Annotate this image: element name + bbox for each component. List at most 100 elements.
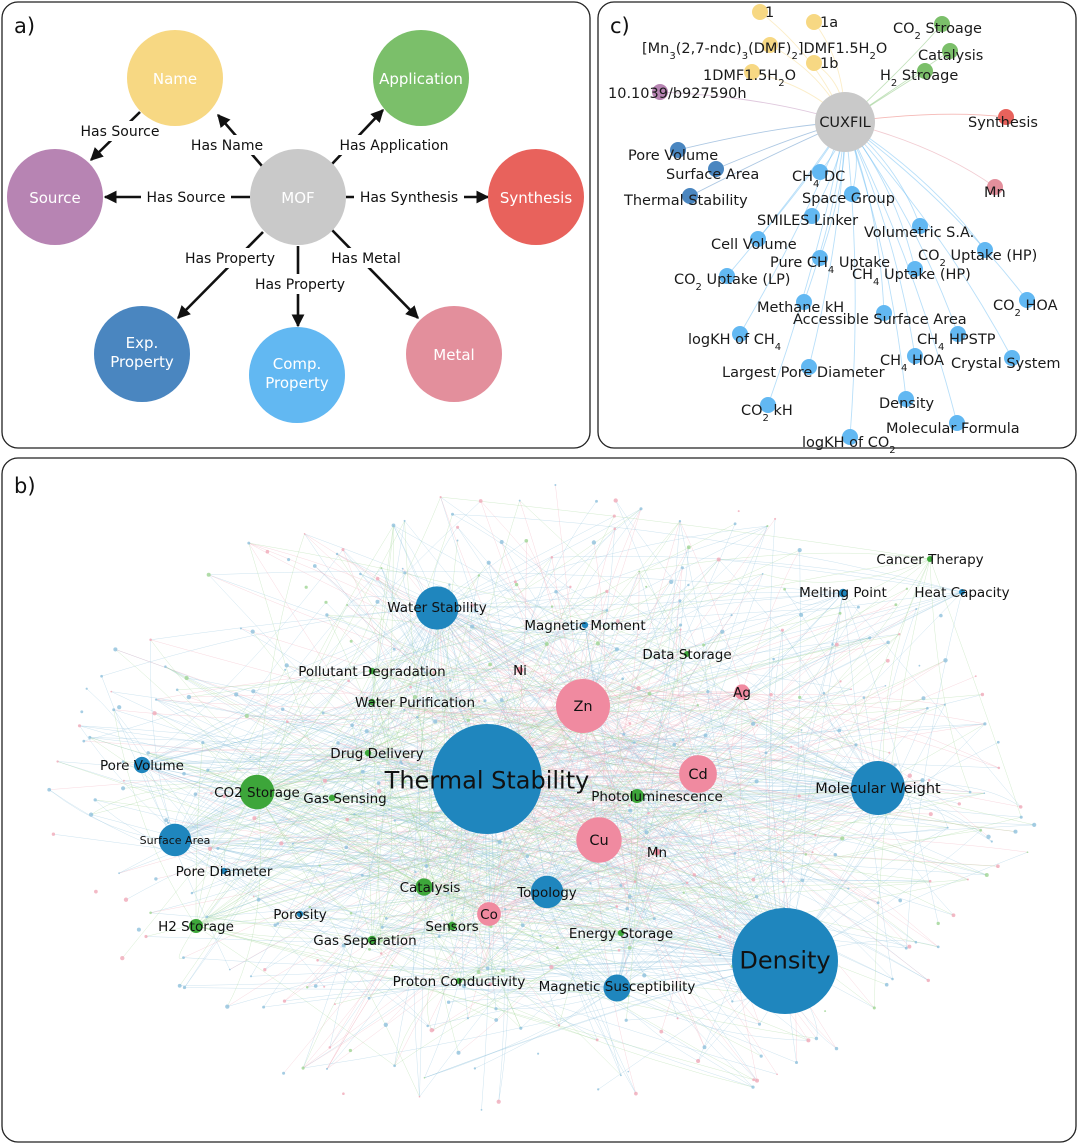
panel-b-minor-node [262,1005,266,1009]
panel-b-minor-node [328,1046,332,1049]
panel-c-node-cat [942,43,958,59]
panel-b-minor-node [85,687,88,690]
panel-b-minor-node [557,1024,561,1027]
panel-b-minor-node [473,608,478,613]
panel-b-minor-node [177,983,182,988]
panel-b-minor-node [478,499,483,503]
panel-b-minor-node [888,751,891,754]
panel-b-minor-node [375,599,380,604]
panel-b-minor-node [276,922,280,925]
panel-b-minor-node [432,670,436,675]
panel-b-minor-node [466,1017,469,1020]
panel-c-node-dmf [744,64,760,80]
panel-b-minor-node [605,589,609,594]
panel-b-minor-node [544,642,549,646]
panel-b-minor-node [344,845,349,850]
panel-b-minor-node [625,906,629,911]
panel-b-label-ni: Ni [513,663,527,679]
panel-b-node-photoluminescence [630,789,644,803]
panel-b-minor-node [703,733,708,738]
panel-b-label-molecular-weight: Molecular Weight [815,781,941,797]
panel-b-node-catalysis [415,878,433,896]
panel-b-minor-node [401,762,404,765]
panel-b-minor-node [628,722,632,725]
panel-b-minor-node [391,964,394,967]
panel-b-minor-node [957,802,961,806]
panel-b-minor-node [554,484,557,486]
panel-b-minor-node [477,574,481,577]
panel-c-node-ch4dc [812,164,828,180]
panel-b-minor-node [579,868,582,871]
panel-b-minor-node [702,1045,707,1050]
panel-b-minor-node [388,808,390,811]
panel-b-minor-node [718,953,722,957]
panel-b-minor-node [814,1036,819,1041]
panel-b-minor-node [800,729,803,731]
panel-b-node-gas-sensing [328,794,336,802]
panel-b-minor-node [478,699,481,703]
node-exp-property-label: Exp.Property [110,334,174,371]
node-mof [250,149,346,245]
panel-b-label-melting-point: Melting Point [799,585,887,601]
panel-b-minor-node [678,599,682,603]
panel-c-label-sa: Surface Area [666,167,759,183]
panel-b-minor-node [206,572,211,577]
panel-b-minor-node [305,986,309,989]
panel-b-minor-node [461,984,467,989]
panel-b-minor-node [556,946,559,950]
panel-b-minor-node [591,540,597,545]
panel-b-minor-node [595,1038,599,1042]
panel-b-node-density [732,908,838,1014]
panel-b-minor-node [612,514,616,518]
panel-b-minor-node [56,760,59,763]
panel-b-minor-node [756,724,759,727]
panel-b-minor-node [884,982,889,987]
panel-b-minor-node [476,970,481,974]
panel-b-minor-node [117,705,122,710]
panel-c-label-mkh: Methane kH [757,300,844,316]
panel-b-minor-node [324,600,328,604]
panel-b-minor-node [456,1050,461,1055]
panel-b-minor-node [617,948,621,952]
panel-b-label-pore-volume: Pore Volume [100,758,184,774]
panel-b-node-drug-delivery [364,749,372,757]
panel-b-minor-node [359,572,362,576]
panel-b-minor-node [990,840,993,843]
panel-c-label-co2hp: CO2 Uptake (HP) [918,248,1037,269]
panel-b-minor-node [621,677,625,681]
panel-c-label-lpd: Largest Pore Diameter [722,365,885,381]
panel-b-minor-node [345,817,349,822]
panel-b-node-h2-storage [189,919,203,933]
panel-b-minor-node [720,629,725,634]
edge-label-has-exp-property: Has Property [185,251,275,267]
panel-c-label-dmf: 1DMF1.5H2O [703,68,796,89]
panel-b-minor-node [456,539,459,542]
panel-b-label-water-purification: Water Purification [355,695,475,711]
panel-b-minor-node [120,955,125,961]
panel-b-minor-node [761,573,764,575]
panel-b-minor-node [824,1010,827,1013]
panel-b-node-gas-separation [367,935,377,945]
panel-b-minor-node [834,642,839,647]
panel-b-minor-node [814,834,817,837]
node-cuxfil-label: CUXFIL [819,115,870,131]
panel-b-minor-node [597,1088,600,1091]
panel-b-minor-node [1018,805,1023,809]
panel-b-minor-node [284,663,289,668]
panel-c-node-cv [750,231,766,247]
panel-b-minor-node [403,708,406,711]
panel-b-minor-node [589,882,592,885]
panel-b-minor-node [423,671,426,674]
panel-b-minor-node [403,780,407,784]
panel-b-minor-node [322,778,328,783]
panel-b-minor-node [519,1026,523,1030]
panel-b-minor-node [303,533,306,535]
panel-b-minor-node [496,1099,501,1104]
panel-c-node-co2hp [977,242,993,258]
panel-b-label-co2-storage: CO2 Storage [214,785,300,801]
panel-c-edge [844,121,1028,301]
panel-b-node-co [477,902,501,926]
panel-b-label-zn: Zn [573,699,592,715]
panel-b-minor-node [730,614,733,617]
panel-b-minor-node [696,1058,701,1064]
